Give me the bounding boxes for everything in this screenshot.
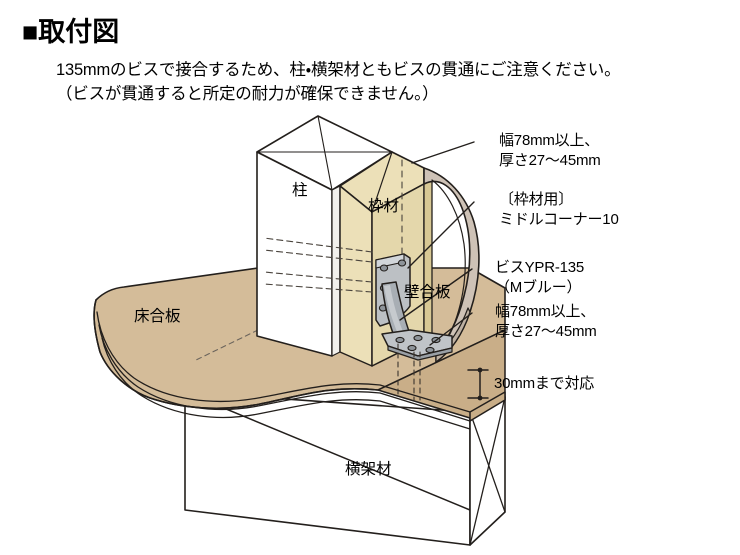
dimension-dot-bottom <box>477 395 483 401</box>
dimension-30mm <box>467 367 489 401</box>
callout-middle-corner-10-line2: ミドルコーナー10 <box>499 210 619 228</box>
leader-middle-corner-10 <box>407 201 475 269</box>
callout-screw-ypr-135-line1: ビスYPR-135 <box>495 259 585 276</box>
pillar-member <box>256 115 393 357</box>
callout-lower-frame-size: 幅78mm以上、 厚さ27〜45mm <box>495 302 597 341</box>
part-label-wall-plywood: 壁合板 <box>404 284 451 301</box>
callout-middle-corner-10-line1: 〔枠材用〕 <box>499 191 574 208</box>
page-title: ■取付図 <box>22 17 120 47</box>
floor-plywood-right-edge <box>469 391 506 422</box>
callout-middle-corner-10: 〔枠材用〕 ミドルコーナー10 <box>499 190 619 229</box>
beam-end-x1 <box>469 411 506 513</box>
note-line-1: 135mmのビスで接合するため、柱・横架材ともビスの貫通にご注意ください。 <box>56 61 621 79</box>
floor-plywood-ply-line-2 <box>98 324 471 422</box>
screw-hidden-3 <box>263 271 373 283</box>
callout-lower-frame-size-line2: 厚さ27〜45mm <box>495 322 597 340</box>
beam-member <box>184 391 506 546</box>
floor-plywood-ply-line-1 <box>96 311 471 413</box>
pillar-top-x2 <box>317 115 333 191</box>
bracket-base-hole-1 <box>395 336 405 344</box>
bracket-base-hole-4 <box>407 344 417 352</box>
frame-right-edge <box>423 179 433 341</box>
beam-front-face <box>184 391 471 546</box>
part-label-beam: 横架材 <box>345 461 392 478</box>
bracket-hole-1 <box>379 264 389 272</box>
bracket-base-hole-5 <box>425 346 435 354</box>
leader-lines <box>399 141 475 346</box>
screw-hidden-4 <box>263 283 373 293</box>
dimension-label-30mm: 30mmまで対応 <box>494 375 595 392</box>
dimension-dot-top <box>477 367 483 373</box>
corner-bracket <box>375 253 453 401</box>
part-label-pillar: 柱 <box>292 182 308 199</box>
leader-lower-frame-size <box>429 312 473 346</box>
pillar-seam <box>331 185 341 357</box>
floor-plywood-ply-line-3 <box>101 337 471 430</box>
bracket-base-hole-2 <box>413 334 423 342</box>
beam-cut-line <box>184 391 471 511</box>
callout-screw-ypr-135: ビスYPR-135 （Mブルー） <box>495 258 584 297</box>
note-line-2: （ビスが貫通すると所定の耐力が確保できません。） <box>56 85 439 103</box>
callout-upper-frame-size-line1: 幅78mm以上、 <box>499 132 600 149</box>
frame-top-fold <box>371 151 393 213</box>
part-label-frame: 枠材 <box>368 198 400 215</box>
beam-end-x2 <box>469 396 506 546</box>
callout-upper-frame-size-line2: 厚さ27〜45mm <box>499 151 601 169</box>
bracket-hole-2 <box>397 259 407 267</box>
bracket-gusset-highlight <box>384 285 404 334</box>
screw-hidden-1 <box>263 237 373 253</box>
part-label-floor-plywood: 床合板 <box>134 308 181 325</box>
leader-screw-ypr-135 <box>399 268 473 321</box>
callout-lower-frame-size-line1: 幅78mm以上、 <box>495 303 596 320</box>
floor-plywood-hidden-line-2 <box>195 329 259 361</box>
callout-screw-ypr-135-line2: （Mブルー） <box>495 278 582 296</box>
screw-hidden-2 <box>263 249 373 263</box>
leader-upper-frame-size <box>411 141 475 164</box>
callout-upper-frame-size: 幅78mm以上、 厚さ27〜45mm <box>499 131 601 170</box>
